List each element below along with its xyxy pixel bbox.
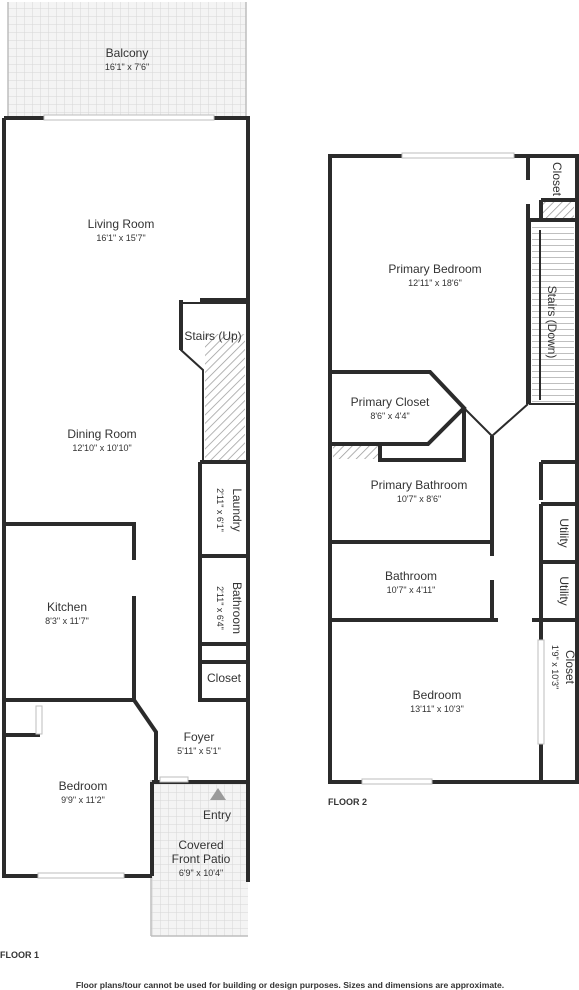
primary-closet-name: Primary Closet	[351, 395, 430, 409]
living-room-dims: 16'1" x 15'7"	[96, 233, 145, 243]
floor-1-label: FLOOR 1	[0, 950, 39, 960]
kitchen-name: Kitchen	[47, 600, 87, 614]
dining-room-name: Dining Room	[67, 427, 136, 441]
disclaimer-text: Floor plans/tour cannot be used for buil…	[76, 980, 504, 990]
entry-name: Entry	[203, 808, 231, 822]
patio-name-line2: Front Patio	[172, 852, 231, 866]
closet-1-name: Closet	[207, 671, 242, 685]
foyer-name: Foyer	[184, 730, 215, 744]
patio-dims: 6'9" x 10'4"	[179, 868, 223, 878]
balcony-area	[8, 2, 246, 118]
bathroom-1-dims: 2'11" x 6'4"	[215, 586, 225, 630]
floor-1-outer-wall	[2, 116, 250, 882]
utility-2-name: Utility	[557, 576, 571, 605]
laundry-dims: 2'11" x 6'1"	[215, 488, 225, 532]
foyer-dims: 5'11" x 5'1"	[177, 746, 221, 756]
bedroom-1-name: Bedroom	[59, 779, 108, 793]
bathroom-2-dims: 10'7" x 4'11"	[387, 585, 436, 595]
laundry-name: Laundry	[230, 488, 244, 531]
bedroom-2-dims: 13'11" x 10'3"	[410, 704, 464, 714]
primary-bedroom-dims: 12'11" x 18'6"	[408, 278, 462, 288]
dining-room-dims: 12'10" x 10'10"	[72, 443, 131, 453]
balcony-name: Balcony	[106, 46, 149, 60]
stairs-up-name: Stairs (Up)	[184, 329, 241, 343]
bathroom-1-name: Bathroom	[230, 582, 244, 634]
primary-bedroom-name: Primary Bedroom	[388, 262, 481, 276]
primary-bathroom-dims: 10'7" x 8'6"	[397, 494, 441, 504]
stairs-up-hatch	[205, 334, 245, 462]
floor-1-plan	[2, 2, 250, 937]
primary-closet-dims: 8'6" x 4'4"	[370, 411, 409, 421]
floor-2-label: FLOOR 2	[328, 797, 367, 807]
utility-1-name: Utility	[557, 518, 571, 547]
primary-bathroom-name: Primary Bathroom	[371, 478, 468, 492]
patio-name-line1: Covered	[178, 838, 223, 852]
entry-arrow-icon	[210, 788, 226, 800]
stairs-down-name: Stairs (Down)	[545, 286, 559, 359]
bedroom-1-dims: 9'9" x 11'2"	[61, 795, 105, 805]
floor-2-plan	[328, 152, 579, 785]
kitchen-dims: 8'3" x 11'7"	[45, 616, 89, 626]
balcony-window	[43, 114, 215, 121]
bedroom-2-name: Bedroom	[413, 688, 462, 702]
closet-top-name: Closet	[550, 162, 564, 197]
living-room-name: Living Room	[88, 217, 155, 231]
closet-side-dims: 1'9" x 10'3"	[550, 645, 560, 689]
bathroom-2-name: Bathroom	[385, 569, 437, 583]
patio-area	[151, 780, 248, 936]
closet-side-name: Closet	[563, 650, 577, 685]
balcony-dims: 16'1" x 7'6"	[105, 62, 149, 72]
